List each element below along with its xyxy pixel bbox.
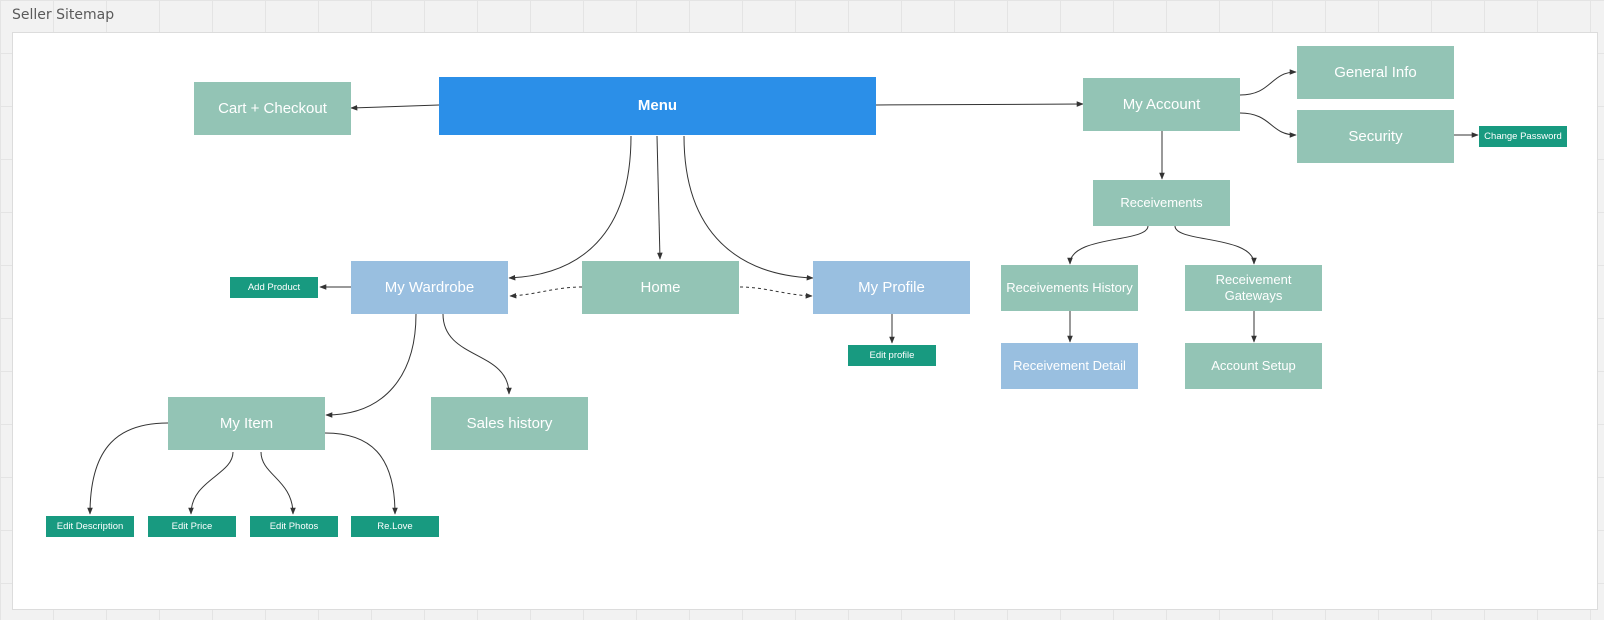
receivements-history-node[interactable]: Receivements History [1001, 265, 1138, 311]
add-product-button[interactable]: Add Product [230, 277, 318, 298]
menu-label: Menu [637, 97, 678, 114]
home-node[interactable]: Home [582, 261, 739, 314]
sales-history-node[interactable]: Sales history [431, 397, 588, 450]
change-password-button[interactable]: Change Password [1479, 126, 1567, 147]
edge-menu-cart [350, 104, 440, 111]
edge-receivements-history [1067, 225, 1149, 265]
edit-profile-button[interactable]: Edit profile [848, 345, 936, 366]
add-product-label: Add Product [247, 281, 301, 293]
security-node[interactable]: Security [1297, 110, 1454, 163]
edit-description-label: Edit Description [56, 520, 124, 532]
edit-description-button[interactable]: Edit Description [46, 516, 134, 537]
edge-wardrobe-sales [442, 313, 512, 395]
edit-price-button[interactable]: Edit Price [148, 516, 236, 537]
menu-node[interactable]: Menu [439, 77, 876, 135]
edge-home-wardrobe [509, 286, 583, 299]
edge-account-general [1239, 69, 1297, 96]
edge-home-profile [739, 286, 813, 299]
edge-item-relove [324, 432, 398, 515]
receivement-detail-label: Receivement Detail [1013, 358, 1126, 374]
account-setup-node[interactable]: Account Setup [1185, 343, 1322, 389]
my-item-node[interactable]: My Item [168, 397, 325, 450]
cart-checkout-node[interactable]: Cart + Checkout [194, 82, 351, 135]
change-password-label: Change Password [1484, 130, 1562, 142]
my-wardrobe-label: My Wardrobe [384, 278, 475, 296]
edge-item-editprice [188, 451, 234, 515]
my-profile-node[interactable]: My Profile [813, 261, 970, 314]
edit-photos-button[interactable]: Edit Photos [250, 516, 338, 537]
my-item-label: My Item [219, 414, 274, 432]
receivement-gateways-node[interactable]: Receivement Gateways [1185, 265, 1322, 311]
edge-account-security [1239, 112, 1297, 138]
edge-menu-home [656, 135, 663, 260]
receivements-history-label: Receivements History [1006, 280, 1133, 296]
edge-menu-profile [683, 135, 814, 281]
receivements-label: Receivements [1120, 195, 1203, 211]
relove-label: Re.Love [377, 520, 413, 532]
edge-item-editdesc [87, 422, 169, 515]
home-label: Home [640, 278, 681, 296]
edge-menu-account [875, 101, 1084, 107]
board-title: Seller Sitemap [12, 7, 115, 23]
edge-wardrobe-item [325, 313, 417, 418]
receivement-detail-node[interactable]: Receivement Detail [1001, 343, 1138, 389]
my-account-node[interactable]: My Account [1083, 78, 1240, 131]
general-info-label: General Info [1334, 63, 1417, 81]
security-label: Security [1348, 127, 1403, 145]
sales-history-label: Sales history [466, 414, 553, 432]
receivement-gateways-label: Receivement Gateways [1215, 272, 1292, 303]
account-setup-label: Account Setup [1211, 358, 1296, 374]
my-wardrobe-node[interactable]: My Wardrobe [351, 261, 508, 314]
edit-price-label: Edit Price [171, 520, 213, 532]
cart-checkout-label: Cart + Checkout [218, 99, 327, 117]
receivements-node[interactable]: Receivements [1093, 180, 1230, 226]
edge-item-editphotos [260, 451, 296, 515]
general-info-node[interactable]: General Info [1297, 46, 1454, 99]
my-profile-label: My Profile [858, 278, 925, 296]
edge-menu-wardrobe [508, 135, 632, 281]
edge-receivements-gateways [1174, 225, 1257, 265]
relove-button[interactable]: Re.Love [351, 516, 439, 537]
edit-photos-label: Edit Photos [269, 520, 319, 532]
edit-profile-label: Edit profile [869, 349, 915, 361]
my-account-label: My Account [1122, 95, 1201, 113]
